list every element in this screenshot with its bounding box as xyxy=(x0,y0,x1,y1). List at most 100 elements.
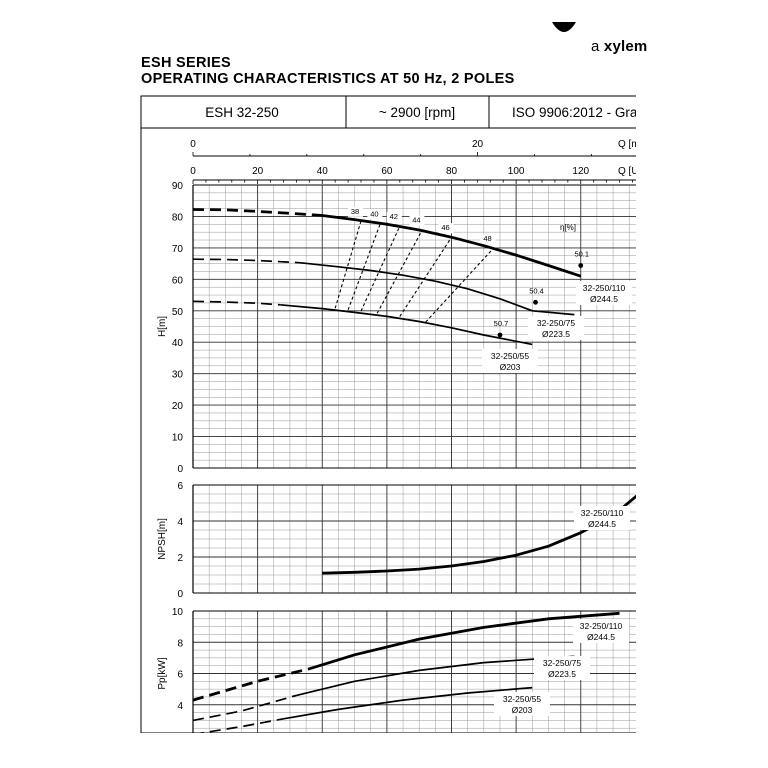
curve-dashed xyxy=(192,208,323,217)
xylem-logo-icon xyxy=(552,22,576,32)
panel-power: 468102Pp[kW]32-250/110Ø244.532-250/75Ø22… xyxy=(157,607,636,733)
iso-efficiency-label: 38 xyxy=(351,207,359,216)
curve-diameter-label: Ø203 xyxy=(500,362,521,372)
iso-efficiency-label: 46 xyxy=(441,223,449,232)
y-tick-label: 10 xyxy=(172,433,184,444)
curve-solid xyxy=(322,494,636,575)
curve-label-bg xyxy=(574,506,630,530)
curve-label-bg xyxy=(482,349,538,373)
iso-efficiency-line xyxy=(376,229,423,314)
curve-label: 32-250/110 xyxy=(580,621,623,631)
y-tick-label: 6 xyxy=(177,481,183,492)
brand-name: xylem xyxy=(603,38,648,55)
tick-label-m3h: 20 xyxy=(472,139,484,150)
tick-label-gpm: 0 xyxy=(190,166,196,177)
bep-label: 50.7 xyxy=(494,319,509,328)
curve-dashed xyxy=(192,667,310,702)
curve-solid xyxy=(308,611,620,671)
y-tick-label: 10 xyxy=(172,607,184,618)
y-tick-label: 30 xyxy=(172,370,184,381)
curve-label: 32-250/75 xyxy=(537,318,576,328)
y-tick-label: 6 xyxy=(177,670,183,681)
curve-label: 32-250/110 xyxy=(583,283,626,293)
tick-label-gpm: 40 xyxy=(317,166,329,177)
y-tick-label: 4 xyxy=(177,517,183,528)
curve-diameter-label: Ø203 xyxy=(512,705,533,715)
y-axis-label: Pp[kW] xyxy=(157,657,168,689)
y-tick-label: 0 xyxy=(177,589,183,600)
iso-efficiency-line xyxy=(347,223,381,311)
y-tick-label: 50 xyxy=(172,307,184,318)
y-tick-label: 70 xyxy=(172,244,184,255)
tick-label-m3h: 40 xyxy=(757,139,768,150)
bep-label: 50.4 xyxy=(529,286,544,295)
bep-point xyxy=(578,263,584,268)
tick-label-gpm: 20 xyxy=(252,166,264,177)
iso-efficiency-label-bg xyxy=(386,212,402,223)
y-tick-label: 90 xyxy=(172,181,184,192)
curve-label-bg xyxy=(576,281,632,305)
curve-solid xyxy=(296,655,575,697)
y-tick-label: 2 xyxy=(177,553,183,564)
curve-diameter-label: Ø244.5 xyxy=(590,294,618,304)
iso-efficiency-line xyxy=(425,247,494,323)
y-tick-label: 40 xyxy=(172,338,184,349)
y-axis-label: NPSH[m] xyxy=(157,518,168,560)
bep-point xyxy=(533,299,538,305)
curve-label-bg xyxy=(534,656,590,680)
iso-efficiency-label-bg xyxy=(367,209,383,220)
iso-efficiency-label: 48 xyxy=(483,234,491,243)
iso-efficiency-label-bg xyxy=(348,206,364,217)
model-label: ESH 32-250 xyxy=(205,105,279,120)
brand-prefix: a xyxy=(591,38,604,55)
top-axes: 020406080100120Q [m³/h]02040608010012014… xyxy=(190,139,768,184)
y-tick-label: 80 xyxy=(172,212,184,223)
bep-point xyxy=(497,332,503,338)
y-tick-label: 8 xyxy=(177,638,183,649)
tick-label-gpm: 80 xyxy=(446,166,458,177)
curve-label-bg xyxy=(494,692,550,716)
series-title: ESH SERIES xyxy=(141,55,232,71)
curve-label: 32-250/110 xyxy=(581,508,624,518)
axis-label-m3h: Q [m³/h] xyxy=(618,139,654,150)
curve-label-bg xyxy=(528,316,584,340)
curve-dashed xyxy=(192,694,297,722)
curve-diameter-label: Ø223.5 xyxy=(542,329,570,339)
iso-efficiency-label-bg xyxy=(438,223,454,234)
speed-label: ~ 2900 [rpm] xyxy=(379,105,455,120)
curve-dashed xyxy=(196,717,284,733)
tick-label-m3h: 0 xyxy=(190,139,196,150)
curve-dashed xyxy=(192,300,281,306)
y-tick-label: 0 xyxy=(177,464,183,475)
curve-solid xyxy=(299,261,575,316)
curve-label: 32-250/75 xyxy=(543,658,582,668)
y-axis-label: H[m] xyxy=(157,316,168,337)
curve-label-bg xyxy=(573,619,629,643)
iso-efficiency-line xyxy=(360,225,401,312)
iso-efficiency-label-bg xyxy=(480,234,496,245)
tick-label-gpm: 140 xyxy=(637,166,654,177)
y-tick-label: 20 xyxy=(172,401,184,412)
iso-efficiency-line xyxy=(334,220,362,309)
standard-label: ISO 9906:2012 - Grade 3B xyxy=(512,105,673,120)
curve-diameter-label: Ø244.5 xyxy=(588,519,616,529)
curve-diameter-label: Ø223.5 xyxy=(548,669,576,679)
curve-solid xyxy=(322,214,582,278)
curve-solid xyxy=(283,686,533,720)
iso-efficiency-line xyxy=(399,236,452,317)
y-tick-label: 4 xyxy=(177,701,183,712)
iso-efficiency-label: 42 xyxy=(390,212,398,221)
axis-label-gpm: Q [US gpm] xyxy=(618,166,670,177)
iso-efficiency-label: 40 xyxy=(370,209,378,218)
curve-label: 32-250/55 xyxy=(491,351,530,361)
tick-label-gpm: 60 xyxy=(381,166,393,177)
iso-efficiency-label-bg xyxy=(409,215,425,226)
bep-label: 50.1 xyxy=(574,249,589,258)
curve-label: 32-250/55 xyxy=(503,694,542,704)
efficiency-unit-label: η[%] xyxy=(560,223,576,232)
iso-efficiency-label: 44 xyxy=(412,216,420,225)
